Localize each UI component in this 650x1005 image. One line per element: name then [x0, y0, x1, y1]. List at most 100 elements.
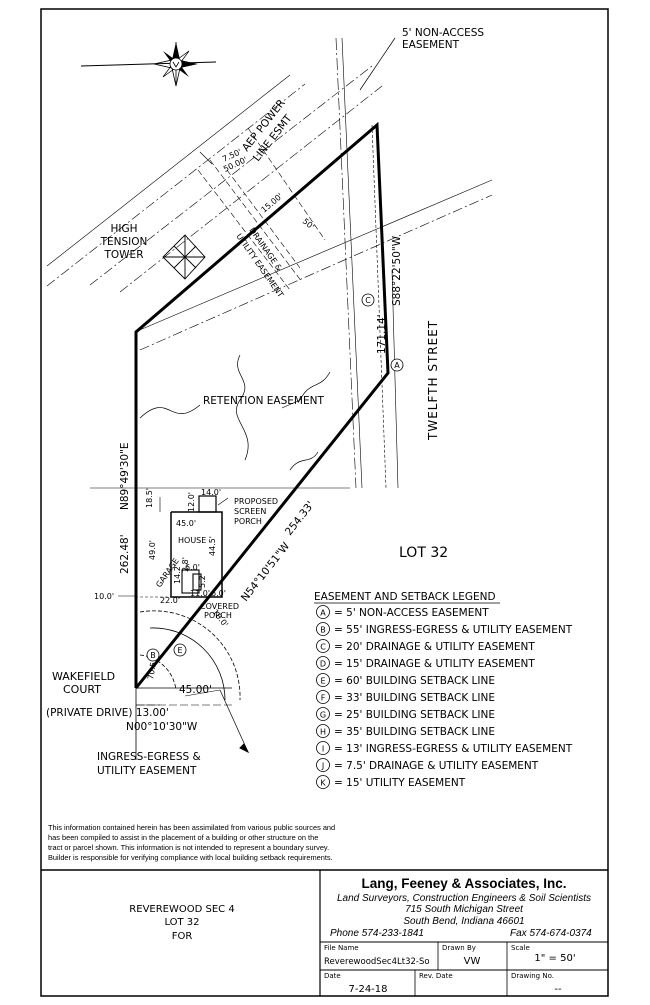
project-name-3: FOR — [172, 931, 193, 942]
label-dim-140: 14.0' — [201, 488, 221, 497]
label-dim-110: 11.0' — [190, 589, 210, 598]
legend-text: = 20' DRAINAGE & UTILITY EASEMENT — [334, 641, 535, 653]
legend-key: I — [322, 745, 324, 754]
legend-marker-icon — [316, 707, 330, 721]
firm-fax: Fax 574-674-0374 — [510, 928, 592, 939]
file-name-label: File Name — [324, 944, 359, 952]
legend-text: = 5' NON-ACCESS EASEMENT — [334, 607, 489, 619]
legend-text: = 55' INGRESS-EGRESS & UTILITY EASEMENT — [334, 624, 573, 636]
property-boundary — [134, 121, 390, 689]
easement-legend: EASEMENT AND SETBACK LEGEND A = 5' NON-AC… — [314, 591, 573, 789]
legend-item-h: H= 35' BUILDING SETBACK LINE — [316, 724, 495, 738]
legend-item-g: G= 25' BUILDING SETBACK LINE — [316, 707, 495, 721]
rev-date-label: Rev. Date — [419, 972, 453, 980]
label-dim-1500: 15.00' — [260, 191, 285, 214]
label-porch-2: SCREEN — [234, 507, 266, 516]
legend-title: EASEMENT AND SETBACK LEGEND — [314, 591, 496, 603]
scale-label: Scale — [511, 944, 530, 952]
label-dim-490: 49.0' — [148, 540, 157, 560]
title-block — [41, 869, 608, 996]
legend-marker-icon — [316, 673, 330, 687]
label-house: HOUSE — [178, 536, 206, 545]
legend-marker-icon — [316, 758, 330, 772]
label-dim-52: 5.2' — [198, 573, 207, 588]
svg-text:B: B — [150, 651, 156, 660]
legend-marker-icon — [316, 622, 330, 636]
firm-subtitle: Land Surveyors, Construction Engineers &… — [337, 893, 591, 904]
project-name-2: LOT 32 — [164, 917, 199, 928]
label-covered-1: COVERED — [200, 602, 239, 611]
legend-marker-icon — [316, 656, 330, 670]
legend-item-d: D = 15' DRAINAGE & UTILITY EASEMENT — [316, 656, 535, 670]
label-dist-north: 262.48' — [119, 534, 131, 574]
legend-text: = 15' DRAINAGE & UTILITY EASEMENT — [334, 658, 535, 670]
legend-item-k: K= 15' UTILITY EASEMENT — [316, 775, 466, 789]
label-ingress-1: INGRESS-EGRESS & — [97, 751, 201, 763]
legend-key: J — [321, 762, 324, 771]
disclaimer-line-1: This information contained herein has be… — [48, 823, 335, 832]
legend-item-e: E= 60' BUILDING SETBACK LINE — [316, 673, 495, 687]
legend-marker-icon — [316, 724, 330, 738]
svg-text:E: E — [177, 646, 182, 655]
label-private-drive: (PRIVATE DRIVE) 13.00' — [46, 707, 169, 719]
street-row-lines — [335, 37, 399, 489]
legend-item-c: C= 20' DRAINAGE & UTILITY EASEMENT — [316, 639, 535, 653]
legend-item-b: B = 55' INGRESS-EGRESS & UTILITY EASEMENT — [316, 622, 573, 636]
label-tower-2: TENSION — [100, 236, 148, 248]
drawn-by-label: Drawn By — [442, 944, 476, 952]
label-dim-28: 2.8' — [181, 557, 190, 572]
label-lot: LOT 32 — [399, 545, 448, 561]
label-retention: RETENTION EASEMENT — [203, 395, 324, 407]
label-street: TWELFTH STREET — [426, 320, 440, 441]
high-tension-tower-icon — [162, 234, 206, 280]
legend-key: F — [321, 694, 326, 703]
disclaimer-line-2: has been compiled to assist in the place… — [48, 833, 318, 842]
label-wakefield-2: COURT — [63, 683, 101, 696]
legend-marker-icon — [316, 741, 330, 755]
easement-lines — [46, 65, 493, 351]
legend-text: = 13' INGRESS-EGRESS & UTILITY EASEMENT — [334, 743, 573, 755]
label-dist-se: 254.33' — [283, 499, 317, 538]
file-name-value: ReverewoodSec4Lt32-So — [324, 957, 430, 967]
legend-marker-icon — [316, 639, 330, 653]
scale-value: 1" = 50' — [534, 953, 575, 964]
legend-item-i: I = 13' INGRESS-EGRESS & UTILITY EASEMENT — [316, 741, 573, 755]
label-dim-4500: 45.00' — [179, 684, 212, 696]
label-dim-445: 44.5' — [208, 536, 217, 556]
marker-b-icon: B — [146, 648, 160, 662]
house-footprint — [135, 495, 223, 598]
legend-key: K — [320, 779, 326, 788]
firm-address-1: 715 South Michigan Street — [405, 904, 524, 915]
drawing-markers: B E C A — [146, 293, 404, 662]
legend-item-j: J= 7.5' DRAINAGE & UTILITY EASEMENT — [316, 758, 539, 772]
legend-marker-icon — [316, 605, 330, 619]
date-label: Date — [324, 972, 341, 980]
legend-text: = 25' BUILDING SETBACK LINE — [334, 709, 495, 721]
sheet-border — [40, 8, 609, 997]
disclaimer-line-4: Builder is responsible for verifying com… — [48, 853, 333, 862]
legend-key: D — [320, 660, 326, 669]
legend-item-f: F= 33' BUILDING SETBACK LINE — [316, 690, 495, 704]
label-tower-1: HIGH — [110, 223, 137, 235]
label-dim-220: 22.0' — [160, 596, 180, 605]
cul-de-sac — [135, 610, 250, 760]
legend-text: = 60' BUILDING SETBACK LINE — [334, 675, 495, 687]
legend-items: A = 5' NON-ACCESS EASEMENT B = 55' INGRESS-… — [316, 605, 573, 789]
label-bearing-east: S88°22'50"W — [391, 235, 403, 306]
legend-key: A — [320, 609, 326, 618]
label-porch-1: PROPOSED — [234, 497, 278, 506]
label-leaders — [118, 399, 301, 697]
label-dim-450: 45.0' — [176, 519, 196, 528]
label-dim-100a: 10.0' — [94, 592, 114, 601]
disclaimer-line-3: tract or parcel shown. This information … — [48, 843, 329, 852]
label-dim-60a: 6.0' — [185, 563, 200, 572]
firm-name: Lang, Feeney & Associates, Inc. — [361, 876, 566, 891]
legend-key: B — [320, 626, 326, 635]
title-block-text: REVEREWOOD SEC 4 LOT 32 FOR Lang, Feeney… — [129, 876, 592, 995]
label-tower-3: TOWER — [104, 249, 144, 261]
drawing-no-label: Drawing No. — [511, 972, 554, 980]
label-ingress-2: UTILITY EASEMENT — [97, 765, 197, 777]
drawing-no-value: -- — [554, 984, 562, 995]
marker-a-icon: A — [390, 358, 404, 372]
